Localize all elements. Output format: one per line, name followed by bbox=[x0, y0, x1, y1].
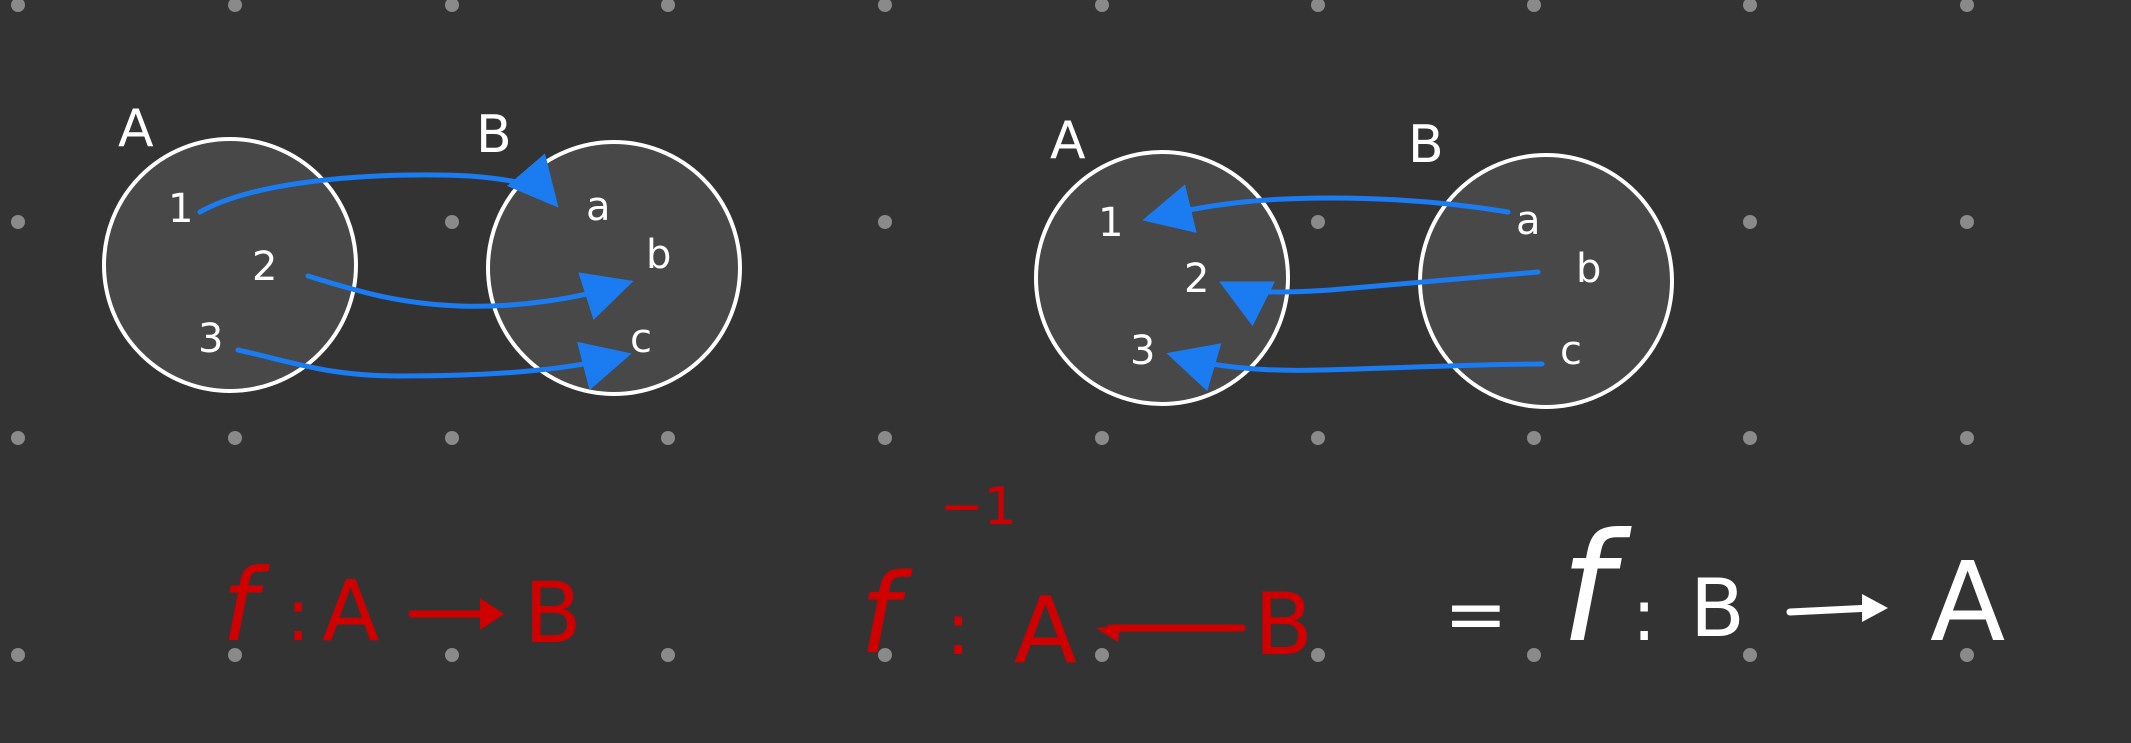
grid-dot bbox=[445, 0, 459, 12]
right-set-a-element-2: 2 bbox=[1184, 256, 1209, 302]
formula-f-inverse: f −1 : A B bbox=[860, 477, 1313, 684]
grid-dot bbox=[878, 215, 892, 229]
grid-dot bbox=[661, 648, 675, 662]
grid-dot bbox=[878, 431, 892, 445]
formula-f-name: f bbox=[222, 547, 270, 664]
grid-dot bbox=[1960, 431, 1974, 445]
right-set-b-element-c: c bbox=[1560, 328, 1582, 374]
left-set-a-element-2: 2 bbox=[252, 244, 277, 290]
formula-f-swapped-colon: : bbox=[1632, 573, 1656, 657]
formula-f-swapped-codomain: A bbox=[1930, 538, 2005, 666]
left-arrow-3-to-c bbox=[235, 341, 632, 391]
grid-dot bbox=[445, 215, 459, 229]
grid-dot bbox=[1311, 215, 1325, 229]
left-set-a-label: A bbox=[118, 99, 154, 159]
right-arrow-b-to-2 bbox=[1219, 269, 1541, 327]
left-set-b-element-b: b bbox=[646, 232, 671, 278]
left-arrow-1-to-a bbox=[197, 153, 559, 215]
right-set-a-circle bbox=[1034, 150, 1290, 406]
formula-f-arrowhead bbox=[480, 598, 504, 630]
right-mapping-diagram: A B 1 2 3 a b c bbox=[1034, 111, 1674, 409]
formula-f-swapped-arrowhead bbox=[1862, 594, 1888, 622]
formula-f-inverse-left: A bbox=[1014, 577, 1077, 684]
right-arrow-a-to-1 bbox=[1142, 184, 1511, 233]
right-set-b-label: B bbox=[1408, 115, 1444, 175]
formula-f-inverse-exponent: −1 bbox=[940, 477, 1017, 537]
right-set-a-element-1: 1 bbox=[1098, 200, 1123, 246]
grid-dot bbox=[228, 648, 242, 662]
formula-f-swapped-name: f bbox=[1560, 502, 1632, 676]
left-set-b-element-a: a bbox=[586, 184, 611, 230]
formula-f-inverse-right: B bbox=[1254, 575, 1313, 675]
grid-dot bbox=[1527, 431, 1541, 445]
left-set-a-element-1: 1 bbox=[168, 186, 193, 232]
right-arrow-c-to-3 bbox=[1166, 343, 1545, 392]
formula-f-swapped-arrow bbox=[1786, 604, 1876, 616]
formula-f-colon: : bbox=[286, 573, 310, 657]
grid-dot bbox=[1743, 648, 1757, 662]
grid-dot bbox=[1311, 0, 1325, 12]
grid-dot bbox=[11, 648, 25, 662]
grid-dot bbox=[661, 431, 675, 445]
grid-dot bbox=[1960, 0, 1974, 12]
grid-dot bbox=[1527, 0, 1541, 12]
grid-dot bbox=[11, 0, 25, 12]
grid-dot bbox=[1527, 648, 1541, 662]
grid-dot bbox=[1743, 431, 1757, 445]
grid-dot bbox=[1960, 215, 1974, 229]
formula-f-inverse-colon: : bbox=[946, 587, 970, 671]
grid-dot bbox=[445, 648, 459, 662]
grid-dot bbox=[228, 0, 242, 12]
grid-dot bbox=[661, 0, 675, 12]
right-set-b-element-a: a bbox=[1516, 198, 1541, 244]
formula-f-codomain: B bbox=[524, 564, 582, 662]
left-set-b-label: B bbox=[476, 105, 512, 165]
grid-dot bbox=[1743, 0, 1757, 12]
grid-dot bbox=[1095, 648, 1109, 662]
right-set-a-label: A bbox=[1050, 111, 1086, 171]
grid-dot bbox=[1095, 0, 1109, 12]
grid-dot bbox=[228, 431, 242, 445]
grid-dot bbox=[11, 431, 25, 445]
left-mapping-diagram: A B 1 2 3 a b c bbox=[102, 99, 742, 396]
grid-dot bbox=[1095, 431, 1109, 445]
left-set-a-element-3: 3 bbox=[198, 316, 223, 362]
right-set-b-element-b: b bbox=[1576, 246, 1601, 292]
grid-dot bbox=[1743, 215, 1757, 229]
grid-dot bbox=[11, 215, 25, 229]
formula-f-domain: A bbox=[322, 562, 379, 660]
formula-f: f : A B bbox=[222, 547, 582, 664]
left-arrow-2-to-b bbox=[305, 272, 634, 320]
grid-dot bbox=[1311, 648, 1325, 662]
right-set-a-element-3: 3 bbox=[1130, 328, 1155, 374]
formula-f-swapped-domain: B bbox=[1690, 562, 1745, 655]
formula-f-inverse-name: f bbox=[860, 550, 913, 678]
grid-dot bbox=[878, 0, 892, 12]
grid-dot bbox=[878, 648, 892, 662]
formula-f-swapped: = f : B A bbox=[1444, 502, 2005, 676]
formula-equals-sign: = bbox=[1444, 569, 1508, 658]
grid-dot bbox=[1311, 431, 1325, 445]
left-set-b-element-c: c bbox=[630, 316, 652, 362]
grid-dot bbox=[1960, 648, 1974, 662]
grid-dot bbox=[445, 431, 459, 445]
left-set-a-circle bbox=[102, 137, 358, 393]
